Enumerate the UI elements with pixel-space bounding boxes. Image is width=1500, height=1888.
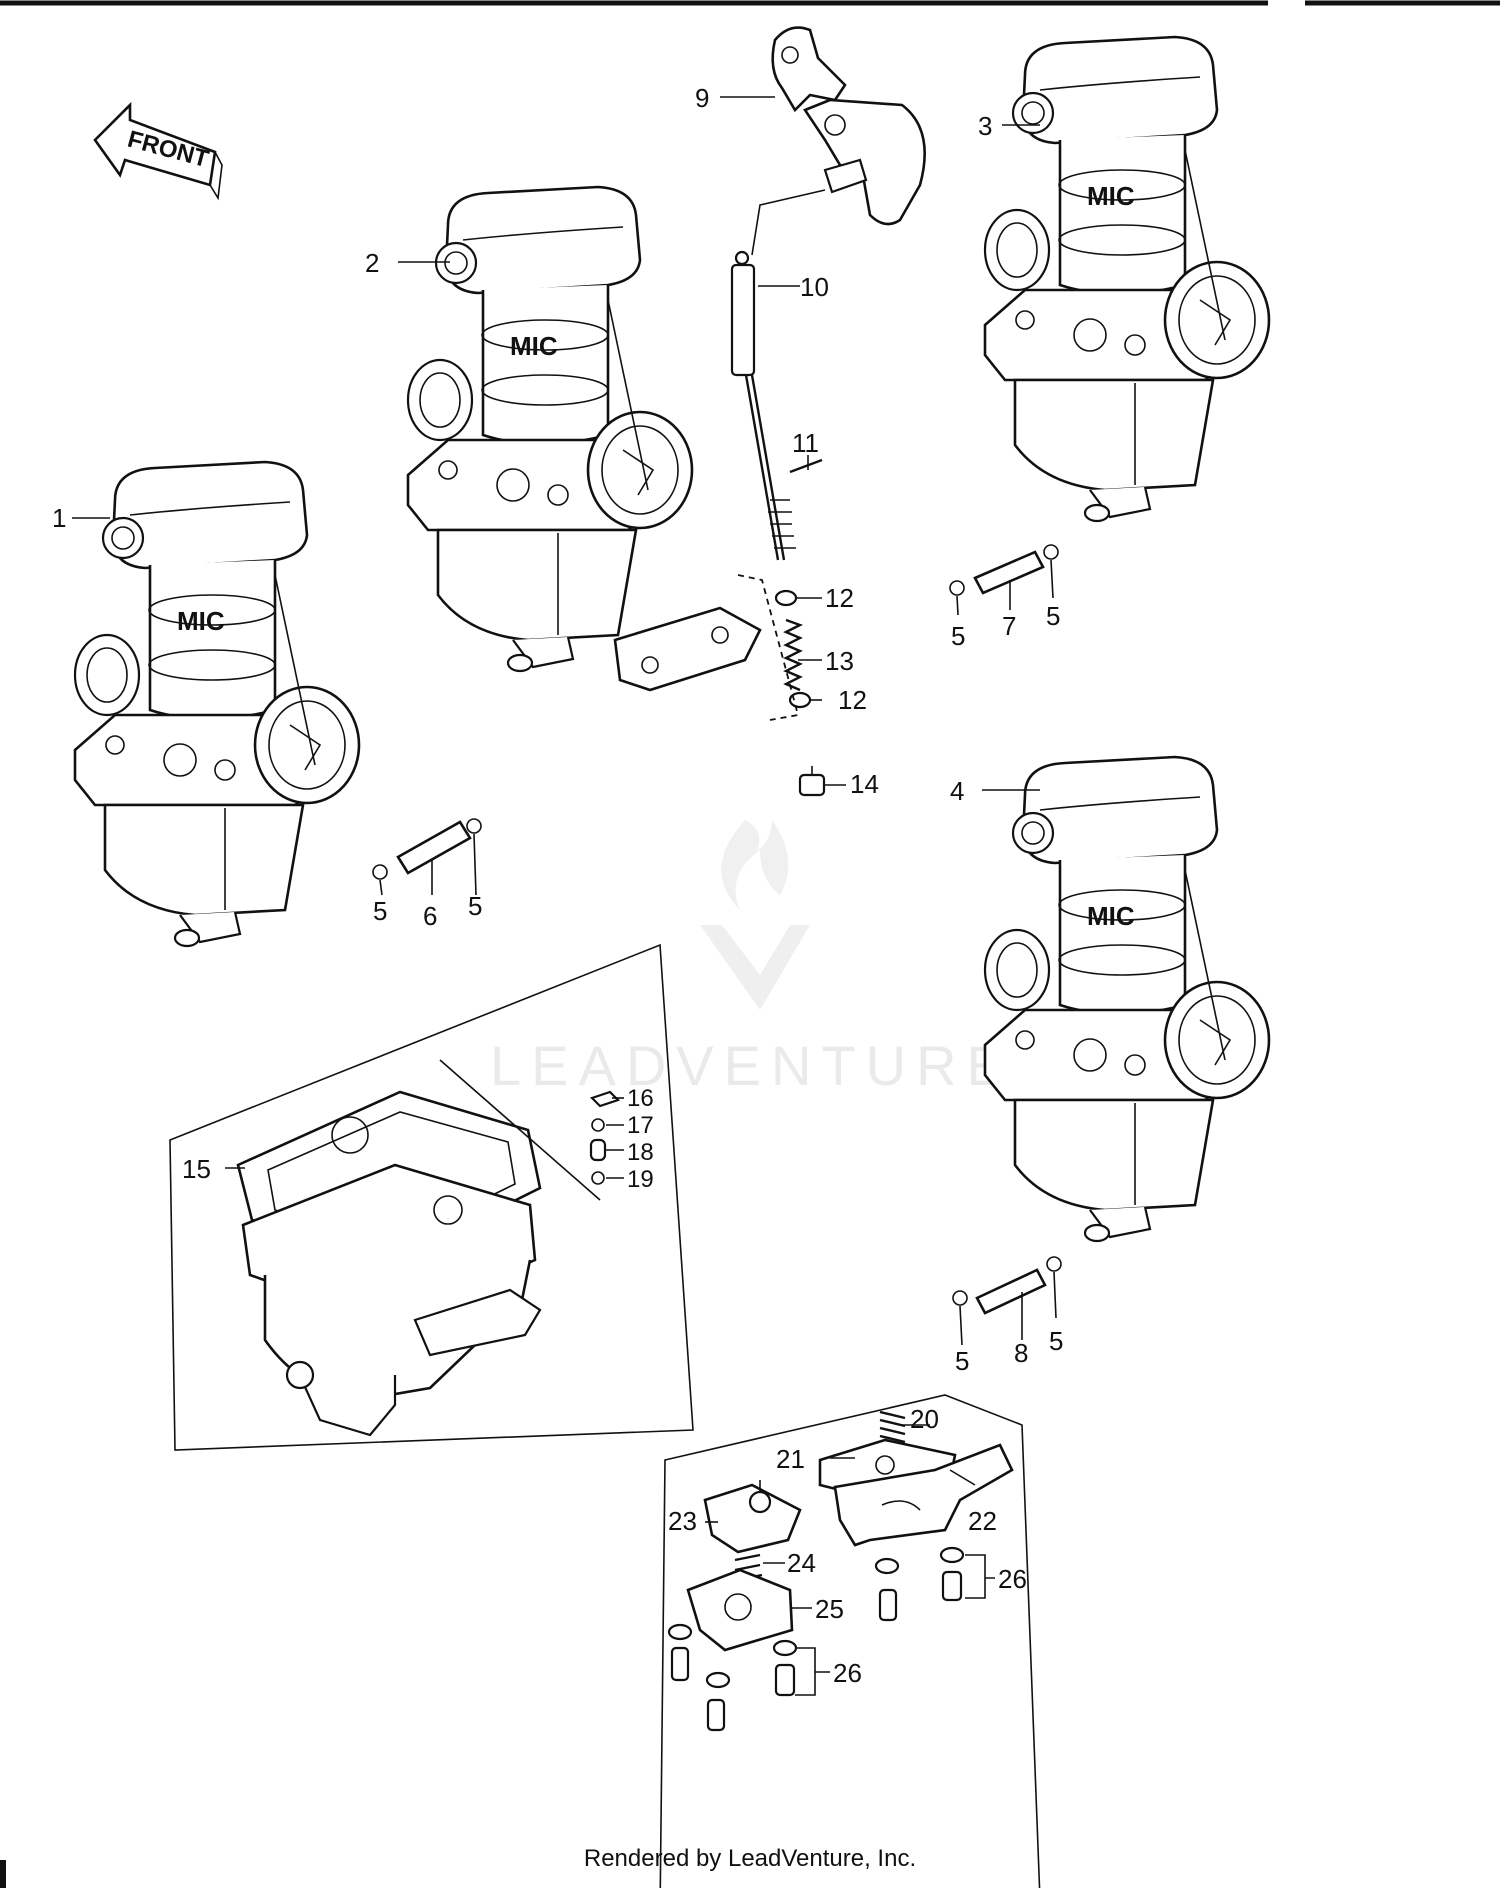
parts-16-19 [589, 1090, 621, 1185]
carburetor-2: MIC [406, 185, 694, 673]
carb-4-brand: MIC [1087, 901, 1135, 931]
oring-5-c [949, 580, 965, 596]
throttle-bracket [771, 26, 926, 226]
callout-6: 6 [423, 901, 437, 931]
callout-7: 7 [1002, 611, 1016, 641]
oring-5-f [1046, 1256, 1062, 1272]
callout-5-f: 5 [1049, 1326, 1063, 1356]
spring-bracket-outline [737, 574, 800, 721]
carb-1-brand: MIC [177, 606, 225, 636]
callout-19: 19 [627, 1166, 654, 1193]
callout-14: 14 [850, 769, 879, 799]
spring-24 [734, 1553, 764, 1592]
float-bowl [241, 1163, 542, 1437]
callout-17: 17 [627, 1112, 654, 1139]
cover-25 [686, 1568, 794, 1652]
callout-9: 9 [695, 83, 709, 113]
callout-3: 3 [978, 111, 992, 141]
callout-25: 25 [815, 1594, 844, 1624]
front-arrow: FRONT [93, 101, 223, 201]
nut-14 [798, 766, 826, 797]
callout-labels: 1 2 3 4 5 5 5 5 5 5 6 7 8 9 10 11 12 12 … [52, 83, 1063, 1688]
callout-26-a: 26 [998, 1564, 1027, 1594]
carburetor-3: MIC [983, 35, 1271, 523]
watermark-text: LEADVENTURE [490, 1034, 1014, 1097]
pipe-8 [975, 1268, 1047, 1315]
callout-5-b: 5 [468, 891, 482, 921]
footer-credit: Rendered by LeadVenture, Inc. [583, 1845, 917, 1872]
diaphragm-frame [659, 1394, 1041, 1888]
callout-24: 24 [787, 1548, 816, 1578]
callout-8: 8 [1014, 1338, 1028, 1368]
spring-13 [783, 618, 804, 692]
callout-2: 2 [365, 248, 379, 278]
leader-bowl-parts [439, 1059, 601, 1201]
callout-1: 1 [52, 503, 66, 533]
housing-22 [833, 1443, 1014, 1547]
callout-11: 11 [792, 428, 819, 458]
callout-12-upper: 12 [825, 583, 854, 613]
callout-4: 4 [950, 776, 964, 806]
throttle-shaft [730, 189, 826, 561]
diaphragm-23 [703, 1480, 802, 1554]
callout-5-c: 5 [951, 621, 965, 651]
corner-mark [0, 1860, 6, 1888]
fuel-fitting-2 [613, 606, 762, 692]
carb-3-brand: MIC [1087, 181, 1135, 211]
oring-5-b [466, 818, 482, 834]
watermark-logo: LEADVENTURE [490, 820, 1014, 1097]
callout-15: 15 [182, 1154, 211, 1184]
callout-20: 20 [910, 1404, 939, 1434]
oring-5-e [952, 1290, 968, 1306]
callout-13: 13 [825, 646, 854, 676]
callout-5-a: 5 [373, 896, 387, 926]
callout-12-lower: 12 [838, 685, 867, 715]
carb-2-brand: MIC [510, 331, 558, 361]
pipe-7 [973, 550, 1045, 595]
callout-5-e: 5 [955, 1346, 969, 1376]
callout-22: 22 [968, 1506, 997, 1536]
callout-10: 10 [800, 272, 829, 302]
callout-18: 18 [627, 1139, 654, 1166]
oring-5-d [1043, 544, 1059, 560]
callout-21: 21 [776, 1444, 805, 1474]
callout-26-b: 26 [833, 1658, 862, 1688]
carburetor-4: MIC [983, 755, 1271, 1243]
float-bowl-frame [169, 943, 694, 1451]
pin-11 [789, 458, 823, 474]
pipe-6 [396, 820, 472, 875]
carburetor-1: MIC [73, 460, 361, 948]
callout-5-d: 5 [1046, 601, 1060, 631]
oring-5-a [372, 864, 388, 880]
callout-23: 23 [668, 1506, 697, 1536]
callout-16: 16 [627, 1085, 654, 1112]
leader-lines [72, 96, 1057, 1696]
washer-12-upper [774, 589, 798, 607]
screws-26 [667, 1546, 965, 1732]
spring-20 [879, 1410, 906, 1444]
